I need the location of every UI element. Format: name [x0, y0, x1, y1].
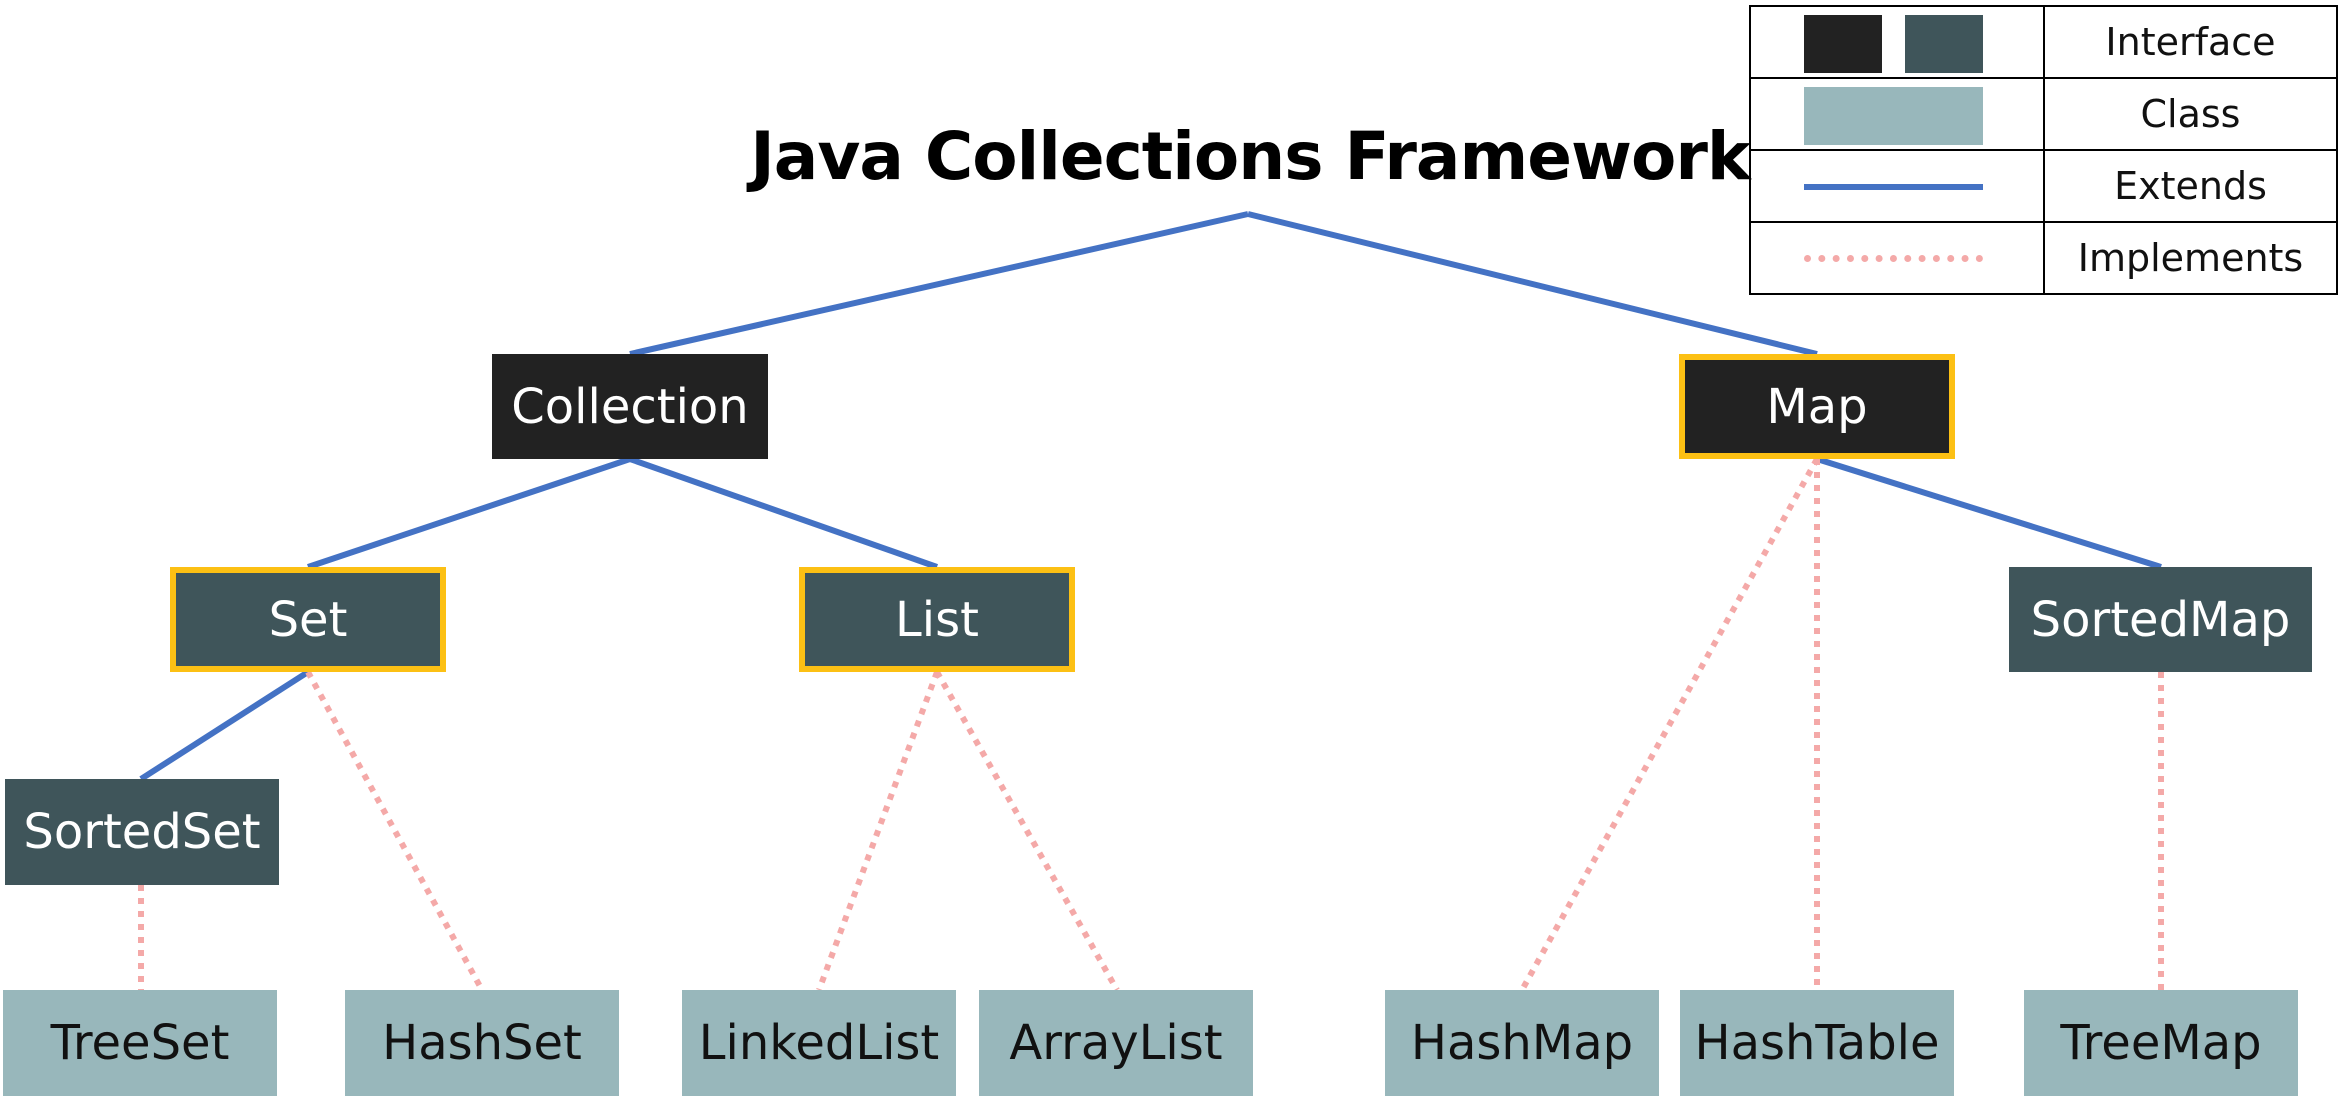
legend-label-class: Class — [2043, 77, 2338, 151]
extends-line-sample — [1804, 184, 1983, 190]
node-linkedlist: LinkedList — [682, 990, 956, 1096]
edge-map-root — [1247, 211, 1818, 357]
edge-collection-root — [629, 211, 1249, 357]
legend-label-implements: Implements — [2043, 221, 2338, 295]
interface-slate-swatch — [1905, 15, 1983, 73]
legend-label-extends: Extends — [2043, 149, 2338, 223]
legend-label-interface: Interface — [2043, 5, 2338, 79]
legend-table: Interface Class Extends Implements — [1749, 5, 2338, 295]
node-treeset: TreeSet — [3, 990, 277, 1096]
legend-row-extends: Extends — [1749, 149, 2338, 223]
legend-symbol-implements — [1749, 221, 2045, 295]
legend-row-interface: Interface — [1749, 5, 2338, 79]
legend-row-implements: Implements — [1749, 221, 2338, 295]
edge-hashset-set — [305, 670, 485, 992]
node-sortedset: SortedSet — [5, 779, 279, 885]
legend-symbol-class — [1749, 77, 2045, 151]
node-list: List — [799, 567, 1075, 672]
node-treemap: TreeMap — [2024, 990, 2298, 1096]
legend-row-class: Class — [1749, 77, 2338, 151]
node-sortedmap: SortedMap — [2009, 567, 2312, 672]
edge-sortedset-set — [139, 669, 310, 782]
node-hashtable: HashTable — [1680, 990, 1954, 1096]
edge-set-collection — [307, 456, 631, 570]
legend-symbol-interface — [1749, 5, 2045, 79]
edge-list-collection — [629, 456, 938, 570]
node-hashset: HashSet — [345, 990, 619, 1096]
interface-black-swatch — [1804, 15, 1882, 73]
node-arraylist: ArrayList — [979, 990, 1253, 1096]
edge-sortedmap-map — [1816, 456, 2162, 570]
edge-hashmap-map — [1519, 457, 1820, 992]
node-hashmap: HashMap — [1385, 990, 1659, 1096]
edge-arraylist-list — [934, 670, 1120, 992]
edge-linkedlist-list — [816, 670, 940, 992]
node-map: Map — [1679, 354, 1955, 459]
legend-symbol-extends — [1749, 149, 2045, 223]
node-collection: Collection — [492, 354, 768, 459]
node-set: Set — [170, 567, 446, 672]
class-swatch — [1804, 87, 1983, 145]
diagram-title: Java Collections Framework — [750, 118, 1751, 195]
implements-line-sample — [1804, 255, 1983, 262]
